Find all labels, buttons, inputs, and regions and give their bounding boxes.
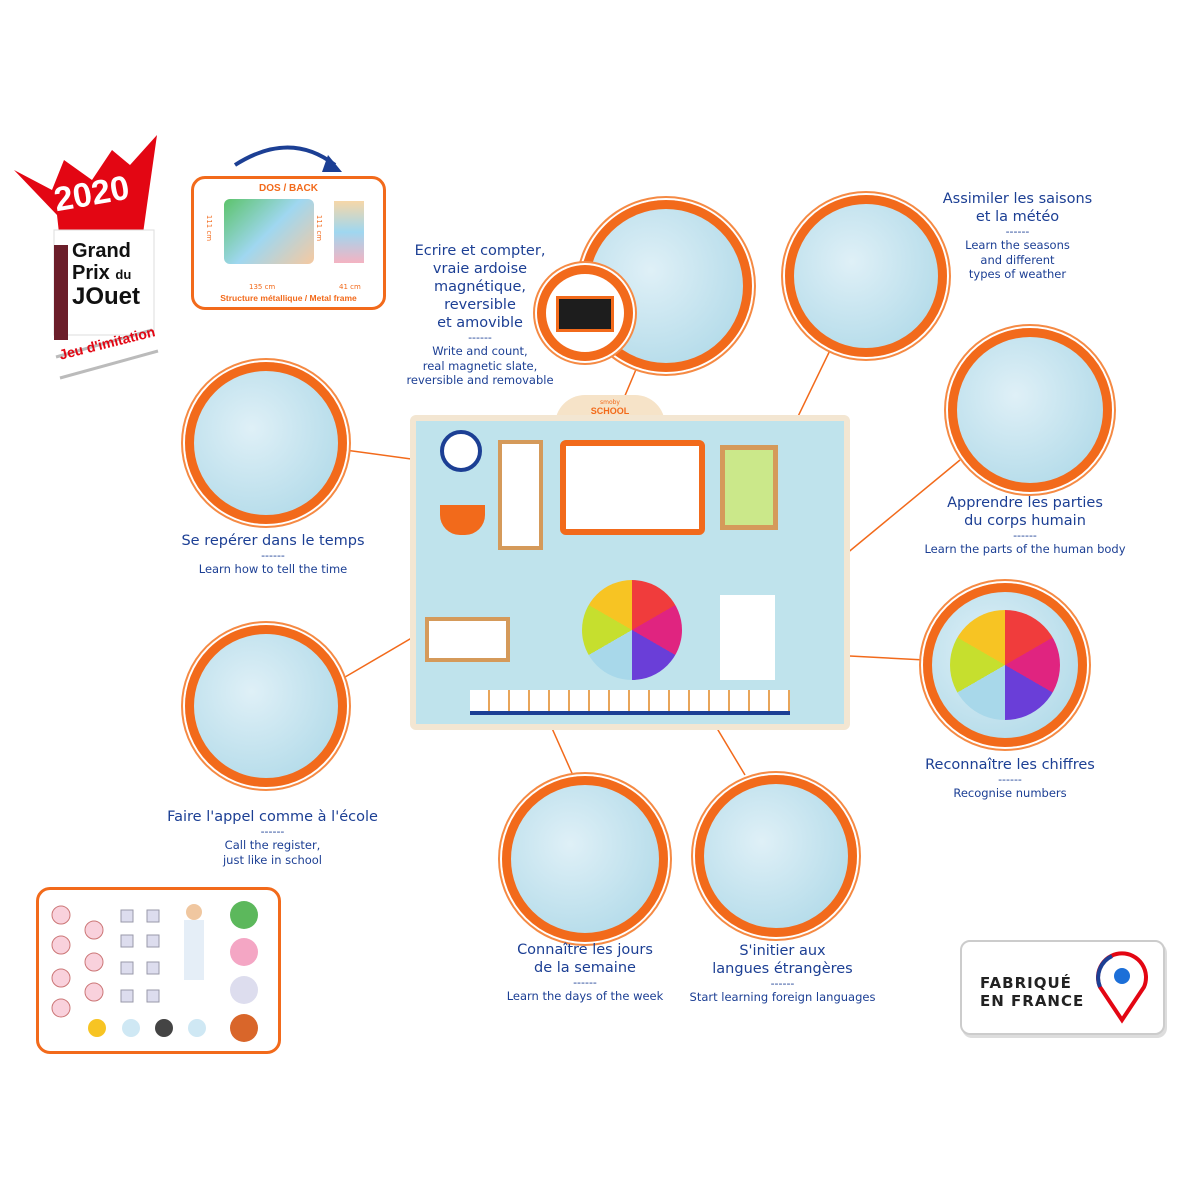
separator: ------: [260, 825, 285, 838]
feature-title: magnétique,: [434, 279, 526, 295]
feature-caption-time: Se repérer dans le temps ------ Learn ho…: [168, 532, 378, 577]
board-slate: [560, 440, 705, 535]
back-panel-illustration: [224, 199, 314, 264]
feature-subtitle: Learn how to tell the time: [198, 562, 348, 576]
feature-subtitle: Write and count,: [432, 344, 528, 358]
grand-prix-award-badge: 2020 Grand Prix du JOuet Jeu d'imitation: [12, 135, 162, 380]
feature-title: Assimiler les saisons: [942, 191, 1093, 207]
board-clock: [440, 430, 482, 472]
feature-title: reversible: [444, 297, 516, 313]
side-panel-illustration: [334, 201, 364, 263]
feature-title: et la météo: [975, 209, 1060, 225]
feature-title: Connaître les jours: [517, 942, 653, 958]
photo-body: [948, 328, 1112, 492]
award-line3: JOuet: [72, 283, 141, 310]
feature-title: S'initier aux: [739, 943, 826, 959]
separator: ------: [770, 977, 795, 990]
feature-caption-body: Apprendre les parties du corps humain --…: [920, 494, 1130, 557]
feature-caption-register: Faire l'appel comme à l'école ------ Cal…: [160, 808, 385, 867]
photo-seasons: [785, 195, 947, 357]
feature-subtitle: just like in school: [222, 852, 323, 867]
feature-title: et amovible: [437, 315, 523, 331]
board-number-wheel: [582, 580, 682, 680]
feature-subtitle: reversible and removable: [406, 373, 554, 387]
separator: ------: [1005, 225, 1030, 238]
feature-caption-numbers: Reconnaître les chiffres ------ Recognis…: [905, 756, 1115, 801]
board-brand: smoby: [599, 399, 620, 406]
board-weather-frame: [720, 445, 778, 530]
photo-days: [502, 776, 668, 942]
photo-numbers: [923, 583, 1087, 747]
feature-subtitle: Learn the days of the week: [506, 989, 664, 1003]
back-panel-box: DOS / BACK 111 cm 111 cm 135 cm 41 cm St…: [191, 176, 386, 310]
award-line1: Grand: [72, 240, 131, 262]
made-in-france-badge: FABRIQUÉ EN FRANCE: [960, 940, 1165, 1035]
photo-clock: [185, 362, 347, 524]
feature-title: langues étrangères: [712, 961, 853, 977]
accessories-illustration: [51, 901, 258, 1042]
separator: ------: [998, 773, 1022, 786]
crown-icon: [14, 135, 159, 380]
made-in-line2: EN FRANCE: [980, 992, 1085, 1010]
back-panel-caption: Structure métallique / Metal frame: [220, 293, 357, 303]
feature-subtitle: Start learning foreign languages: [689, 990, 876, 1004]
separator: ------: [573, 976, 597, 989]
feature-subtitle: types of weather: [968, 267, 1067, 281]
board-register: [498, 440, 543, 550]
feature-subtitle: real magnetic slate,: [422, 358, 538, 373]
board-train: [470, 690, 790, 715]
feature-subtitle: Recognise numbers: [953, 786, 1067, 800]
accessories-box: [36, 887, 281, 1054]
feature-title: Se repérer dans le temps: [181, 533, 365, 549]
back-panel-title: DOS / BACK: [259, 183, 318, 194]
depth-label: 41 cm: [339, 283, 361, 291]
photo-languages: [695, 775, 857, 937]
feature-title: de la semaine: [534, 960, 636, 976]
feature-caption-seasons: Assimiler les saisons et la météo ------…: [930, 190, 1105, 282]
feature-subtitle: Call the register,: [224, 838, 321, 852]
award-line2b: du: [115, 267, 132, 282]
feature-title: vraie ardoise: [432, 261, 528, 277]
feature-subtitle: and different: [980, 252, 1055, 267]
feature-title: Ecrire et compter,: [414, 243, 546, 259]
feature-title: Faire l'appel comme à l'école: [167, 809, 378, 825]
location-pin-icon: [1096, 951, 1148, 1024]
rotate-arrow-icon: [233, 145, 342, 172]
school-board-product: smoby SCHOOL: [410, 395, 850, 755]
feature-subtitle: Learn the parts of the human body: [924, 542, 1126, 556]
feature-title: du corps humain: [964, 513, 1086, 529]
board-title: SCHOOL: [590, 406, 630, 416]
separator: ------: [1013, 529, 1037, 542]
feature-caption-days: Connaître les jours de la semaine ------…: [490, 941, 680, 1004]
feature-subtitle: Learn the seasons: [965, 238, 1070, 252]
photo-slate-reverse: [537, 265, 633, 361]
feature-title: Reconnaître les chiffres: [925, 757, 1095, 773]
feature-caption-languages: S'initier aux langues étrangères ------ …: [680, 942, 885, 1005]
separator: ------: [468, 331, 492, 344]
photo-register: [185, 625, 347, 787]
feature-title: Apprendre les parties: [947, 495, 1103, 511]
feature-caption-slate: Ecrire et compter, vraie ardoise magnéti…: [395, 242, 565, 388]
width-label: 135 cm: [249, 283, 276, 291]
board-body-poster: [720, 595, 775, 680]
made-in-line1: FABRIQUÉ: [980, 974, 1072, 992]
board-days-chart: [425, 617, 510, 662]
board-basket: [440, 505, 485, 535]
award-line2: Prix: [72, 262, 110, 284]
separator: ------: [261, 549, 285, 562]
